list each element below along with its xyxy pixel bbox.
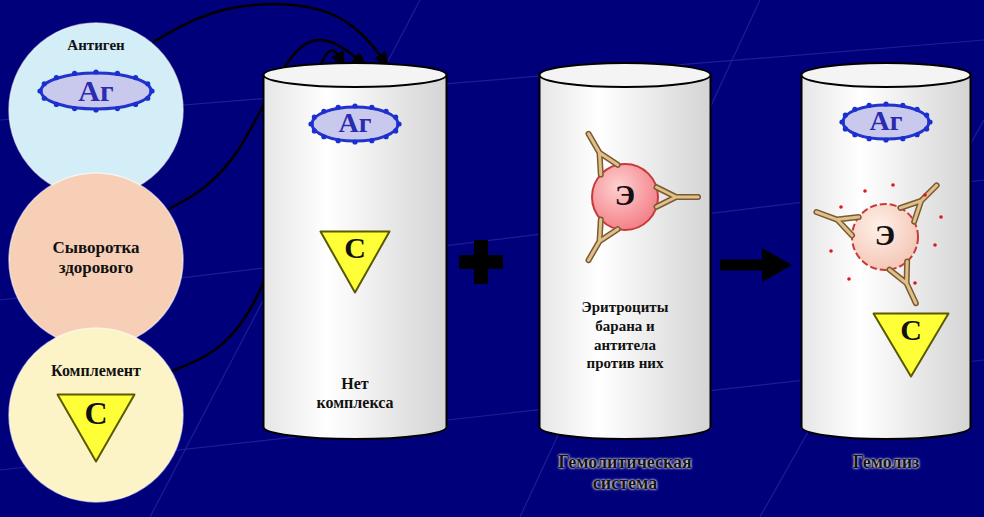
complement-circle: КомплементС	[8, 327, 184, 503]
node-label: Антиген	[38, 36, 154, 54]
serum-circle: Сыворотка здорового	[8, 172, 184, 348]
test-tube: Гемолиз АгЭ С	[800, 62, 972, 507]
antigen-circle: АнтигенАг	[8, 22, 184, 198]
antigen-oval: Аг	[309, 104, 401, 144]
antigen-oval: Аг	[840, 102, 932, 142]
node-label: Гемолиз	[800, 452, 972, 473]
antigen-oval: Аг	[38, 70, 154, 112]
erythrocyte: Э	[550, 122, 700, 272]
node-label: Комплемент	[26, 361, 166, 380]
node-label: Аг	[38, 74, 154, 107]
complement-triangle: С	[872, 312, 950, 378]
test-tube: Нет комплекса АгС	[262, 62, 448, 440]
node-label: С	[319, 233, 391, 263]
node-label: Э	[550, 180, 700, 210]
lysed-erythrocyte: Э	[810, 162, 960, 312]
node-label: Нет комплекса	[305, 374, 405, 412]
node-label: Аг	[309, 108, 401, 139]
complement-triangle: С	[56, 393, 136, 463]
node-label: Э	[810, 220, 960, 250]
node-label: С	[56, 397, 136, 429]
result-arrow	[720, 260, 772, 271]
complement-triangle: С	[319, 230, 391, 294]
plus-sign	[459, 240, 503, 284]
node-label: С	[872, 315, 950, 345]
node-caption: Гемолитическая система	[538, 452, 712, 493]
antibody-symbol	[589, 134, 699, 260]
test-tube-outline	[538, 62, 712, 507]
node-label: Аг	[840, 106, 932, 137]
node-label: Сыворотка здорового	[36, 238, 156, 279]
node-label: Эритроциты барана и антитела против них	[568, 298, 682, 373]
test-tube: Эритроциты барана и антитела против нихГ…	[538, 62, 712, 507]
